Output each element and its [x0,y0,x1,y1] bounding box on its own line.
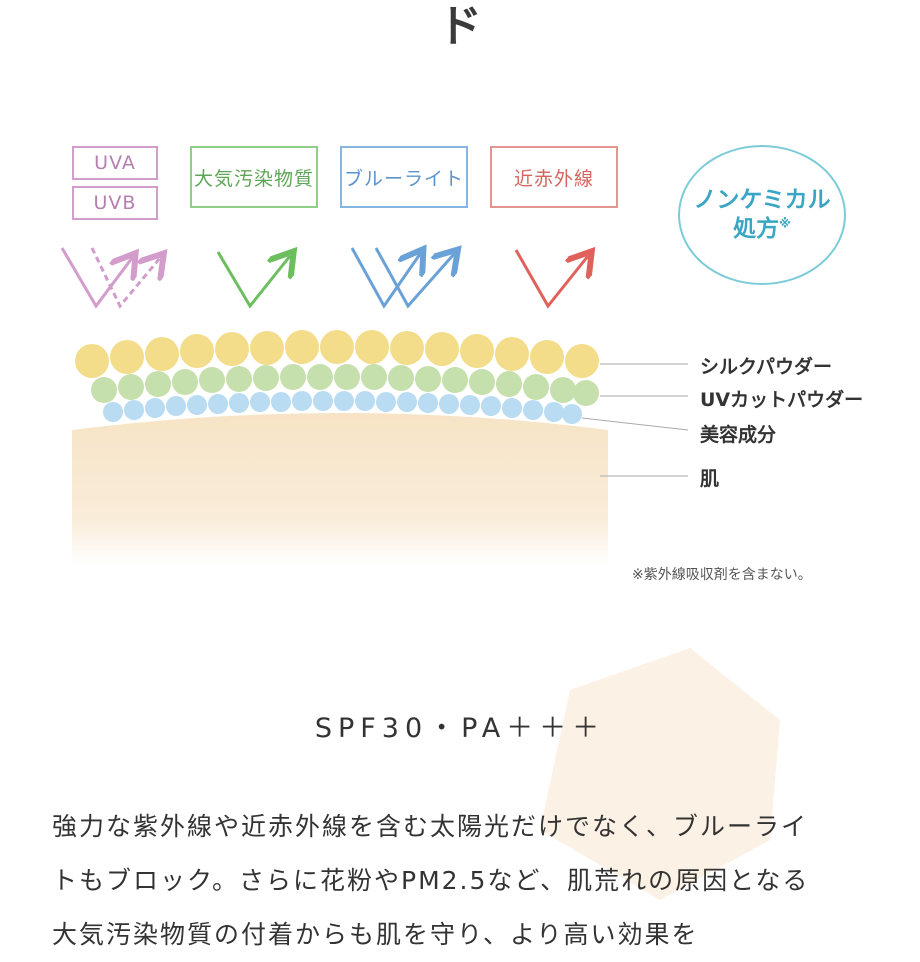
description-line: 大気汚染物質の付着からも肌を守り、より高い効果を [52,920,699,949]
footnote: ※紫外線吸収剤を含まない。 [632,567,812,583]
description-line: 強力な紫外線や近赤外線を含む太陽光だけでなく、ブルーライ [52,812,809,841]
page-heading: ド [438,1,482,52]
uv-cut-powder-beads [91,364,599,406]
bluelight-arrow-icon [350,248,454,309]
blue-light-tag: ブルーライト [340,146,468,208]
uvb-tag: UVB [72,186,158,220]
description-line: トもブロック。さらに花粉やPM2.5など、肌荒れの原因となる [52,866,810,895]
beauty-ingredient-label: 美容成分 [700,424,777,446]
uv-arrow-icon [60,247,160,309]
description-text: 強力な紫外線や近赤外線を含む太陽光だけでなく、ブルーライ トもブロック。さらに花… [52,800,882,962]
skin-label: 肌 [700,468,720,490]
uva-tag: UVA [72,146,158,180]
hexagon-decoration [540,648,780,900]
leader-lines [581,363,689,477]
air-pollution-tag: 大気汚染物質 [190,146,318,208]
badge-line1: ノンケミカル [693,187,831,214]
skin-layer [72,413,608,565]
badge-line2: 処方※ [733,216,791,242]
non-chemical-badge: ノンケミカル 処方※ [678,145,846,285]
beauty-ingredient-beads [103,391,582,424]
silk-powder-label: シルクパウダー [700,356,833,378]
nearinfrared-arrow-icon [514,250,588,309]
near-infrared-tag: 近赤外線 [490,146,618,208]
spf-rating: SPF30・PA＋＋＋ [314,713,606,744]
layer-diagram [60,0,689,565]
silk-powder-beads [75,330,599,378]
pollution-arrow-icon [216,252,290,309]
uv-cut-powder-label: UVカットパウダー [700,389,864,411]
